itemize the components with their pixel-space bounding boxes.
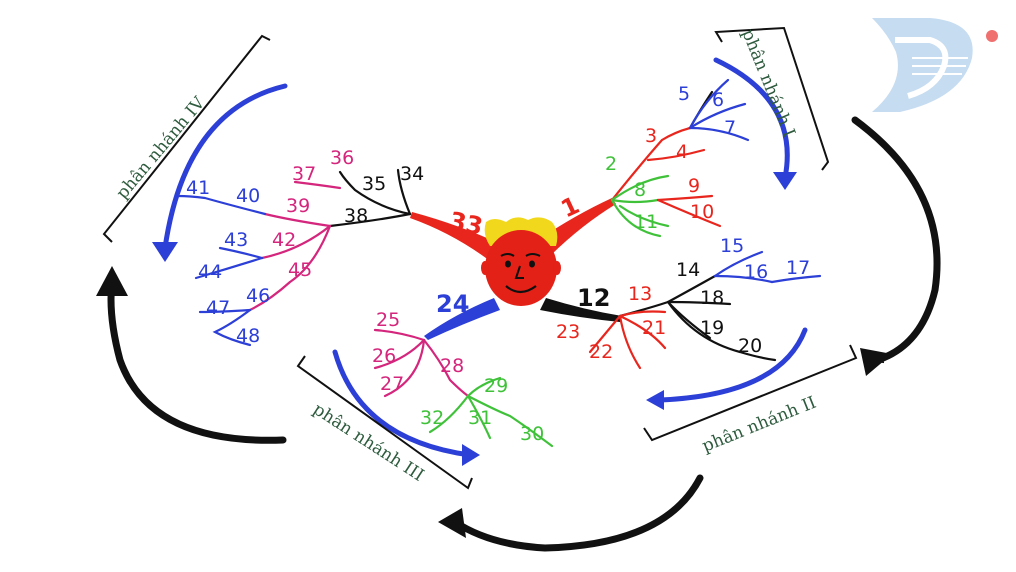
node-36: 36 bbox=[330, 147, 354, 169]
node-48: 48 bbox=[236, 325, 260, 347]
node-7: 7 bbox=[724, 117, 736, 139]
node-20: 20 bbox=[738, 335, 762, 357]
node-32: 32 bbox=[420, 407, 444, 429]
node-33: 33 bbox=[447, 206, 485, 240]
bracket-b4 bbox=[102, 34, 271, 243]
label-brackets bbox=[102, 26, 858, 490]
face bbox=[485, 230, 557, 306]
node-38: 38 bbox=[344, 205, 368, 227]
branch-1-lines bbox=[610, 78, 750, 238]
bracket-b2 bbox=[643, 344, 858, 442]
node-8: 8 bbox=[634, 179, 646, 201]
node-35: 35 bbox=[362, 173, 386, 195]
flow-arrow-3-to-4 bbox=[106, 277, 287, 444]
bracket-b3 bbox=[296, 355, 473, 490]
node-18: 18 bbox=[700, 287, 724, 309]
branch-2-lines bbox=[588, 250, 822, 370]
node-22: 22 bbox=[589, 341, 613, 363]
node-34: 34 bbox=[400, 163, 424, 185]
node-2: 2 bbox=[605, 153, 617, 175]
trunk-1 bbox=[538, 198, 616, 258]
flow-arrows bbox=[106, 116, 941, 552]
node-6: 6 bbox=[712, 89, 724, 111]
node-16: 16 bbox=[744, 261, 768, 283]
node-11: 11 bbox=[634, 211, 658, 233]
trunk-33 bbox=[410, 212, 500, 264]
node-44: 44 bbox=[198, 261, 222, 283]
node-31: 31 bbox=[468, 407, 492, 429]
node-47: 47 bbox=[206, 297, 230, 319]
node-26: 26 bbox=[372, 345, 396, 367]
logo bbox=[872, 18, 998, 112]
node-14: 14 bbox=[676, 259, 700, 281]
node-25: 25 bbox=[376, 309, 400, 331]
branch-label-b2: phân nhánh II bbox=[699, 393, 819, 457]
node-15: 15 bbox=[720, 235, 744, 257]
node-5: 5 bbox=[678, 83, 690, 105]
arrowhead-right bbox=[860, 348, 892, 376]
trunk-12 bbox=[540, 298, 622, 322]
direction-arrow-b1 bbox=[713, 57, 790, 181]
node-23: 23 bbox=[556, 321, 580, 343]
node-9: 9 bbox=[688, 175, 700, 197]
node-28: 28 bbox=[440, 355, 464, 377]
node-4: 4 bbox=[676, 141, 688, 163]
node-24: 24 bbox=[436, 290, 469, 318]
node-45: 45 bbox=[288, 259, 312, 281]
node-3: 3 bbox=[645, 125, 657, 147]
direction-arrow-b4 bbox=[162, 83, 288, 251]
central-trunks bbox=[410, 198, 622, 340]
flow-arrow-1-to-2 bbox=[851, 116, 941, 364]
flow-arrow-2-to-3 bbox=[450, 474, 704, 552]
arrowhead-bottom bbox=[438, 508, 466, 538]
node-37: 37 bbox=[292, 163, 316, 185]
direction-arrow-b2 bbox=[657, 327, 808, 403]
branch-4-lines bbox=[176, 168, 412, 347]
node-12: 12 bbox=[577, 284, 610, 312]
node-13: 13 bbox=[628, 283, 652, 305]
center-face bbox=[481, 217, 561, 306]
node-17: 17 bbox=[786, 257, 810, 279]
node-46: 46 bbox=[246, 285, 270, 307]
node-19: 19 bbox=[700, 317, 724, 339]
node-29: 29 bbox=[484, 375, 508, 397]
direction-arrowheads bbox=[152, 172, 797, 466]
node-21: 21 bbox=[642, 317, 666, 339]
node-39: 39 bbox=[286, 195, 310, 217]
node-27: 27 bbox=[380, 373, 404, 395]
node-43: 43 bbox=[224, 229, 248, 251]
node-41: 41 bbox=[186, 177, 210, 199]
direction-arrows bbox=[162, 57, 808, 458]
arrowhead-left bbox=[96, 266, 128, 296]
number-labels: 1 2 3 4 5 6 7 8 9 10 11 12 13 14 15 16 1… bbox=[186, 83, 810, 445]
node-30: 30 bbox=[520, 423, 544, 445]
trunk-24 bbox=[424, 298, 500, 340]
bracket-b1 bbox=[714, 26, 830, 171]
node-10: 10 bbox=[690, 201, 714, 223]
direction-arrow-b3 bbox=[332, 349, 473, 458]
node-40: 40 bbox=[236, 185, 260, 207]
node-42: 42 bbox=[272, 229, 296, 251]
branch-3-lines bbox=[373, 328, 554, 448]
flow-arrowheads bbox=[96, 266, 892, 538]
